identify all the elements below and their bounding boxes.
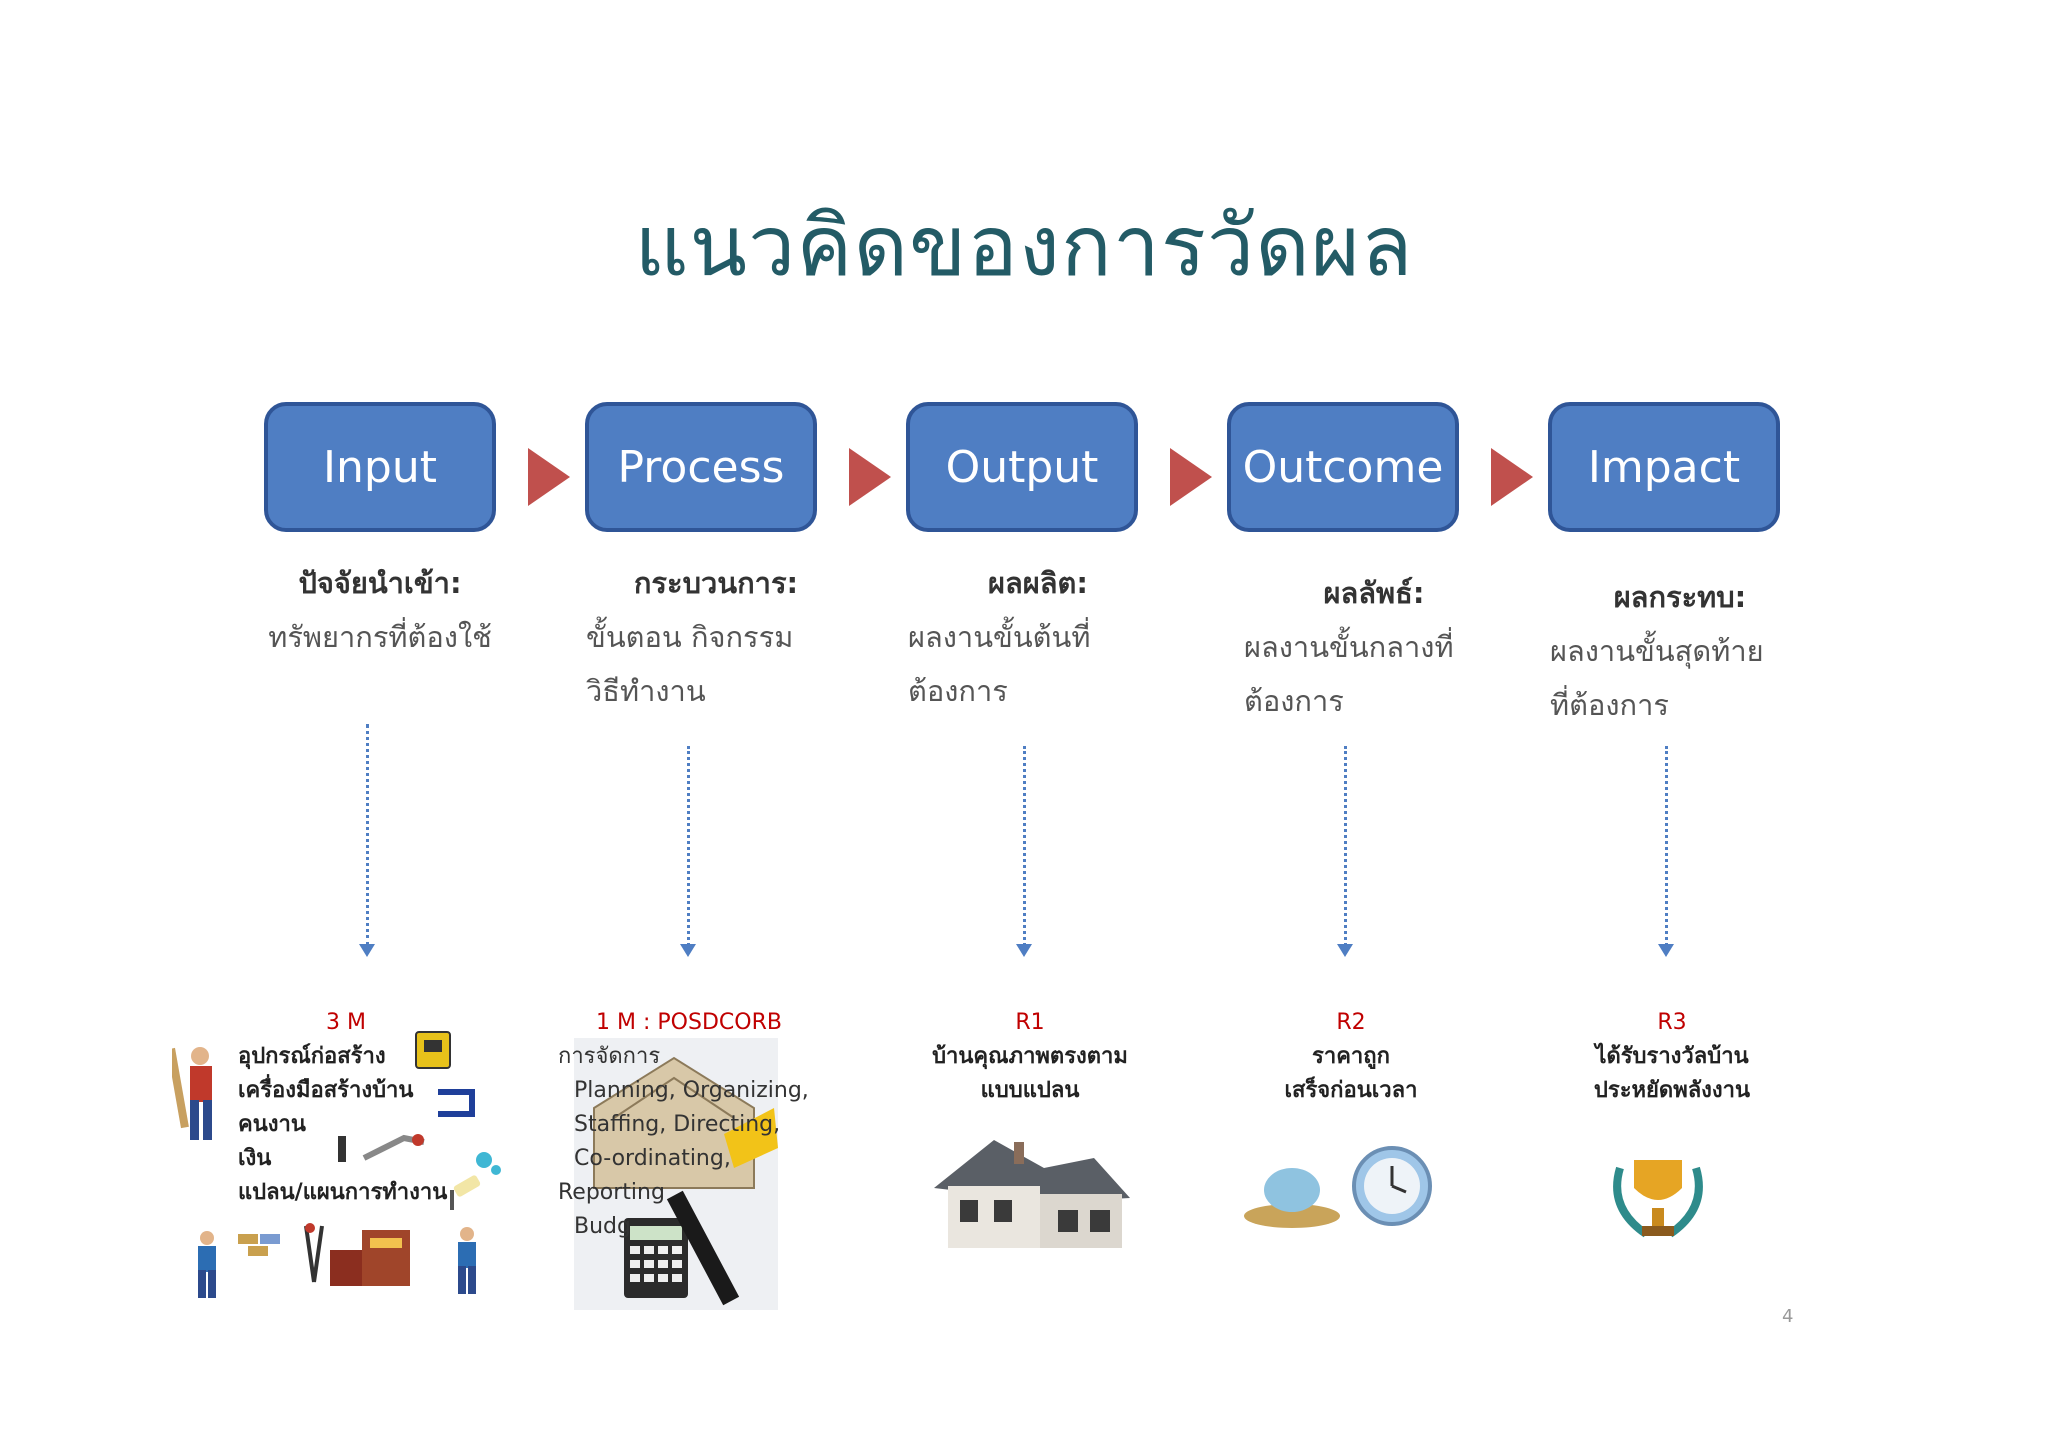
dotted-connector — [366, 724, 369, 946]
result-text-r1: บ้านคุณภาพตรงตาม แบบแปลน — [900, 1040, 1160, 1108]
step-desc-heading: ผลกระทบ: — [1613, 580, 1747, 614]
step-box-input: Input — [264, 402, 496, 532]
dotted-connector — [1665, 746, 1668, 946]
bricks-illustration — [238, 1234, 280, 1256]
step-desc-line: ขั้นตอน กิจกรรม — [586, 620, 794, 654]
tools-illustration — [338, 1134, 425, 1162]
step-desc-line: วิธีทำงาน — [586, 674, 706, 708]
clamp-illustration — [438, 1089, 475, 1117]
step-box-process: Process — [585, 402, 817, 532]
flow-arrow-icon — [1170, 448, 1212, 506]
result-label-r3: R3 — [1657, 1010, 1687, 1035]
result-label-r1: R1 — [1015, 1010, 1045, 1035]
tool-box-illustration — [415, 1031, 451, 1069]
arrow-down-icon — [1016, 944, 1032, 957]
paint-roller-illustration — [450, 1152, 501, 1210]
step-box-impact: Impact — [1548, 402, 1780, 532]
planning-illustration — [574, 1038, 778, 1310]
worker-illustration — [458, 1227, 476, 1294]
worker-illustration — [172, 1047, 212, 1140]
result-line: บ้านคุณภาพตรงตาม — [932, 1044, 1128, 1069]
slide-title: แนวคิดของการวัดผล — [634, 197, 1414, 295]
step-desc-outcome: ผลลัพธ์: ผลงานขั้นกลางที่ ต้องการ — [1244, 570, 1504, 728]
list-item: Budg — [574, 1214, 631, 1239]
list-item: เงิน — [238, 1146, 272, 1171]
step-desc-heading: ผลลัพธ์: — [1323, 576, 1425, 610]
step-desc-process: กระบวนการ: ขั้นตอน กิจกรรม วิธีทำงาน — [586, 560, 846, 718]
resource-list: อุปกรณ์ก่อสร้าง เครื่องมือสร้างบ้าน คนงา… — [238, 1040, 447, 1210]
dotted-connector — [1023, 746, 1026, 946]
step-desc-line: ผลงานขั้นสุดท้าย — [1550, 634, 1764, 668]
dotted-connector — [687, 746, 690, 946]
step-desc-line: ผลงานขั้นต้นที่ — [908, 620, 1091, 654]
arrow-down-icon — [680, 944, 696, 957]
dotted-connector — [1344, 746, 1347, 946]
step-desc-heading: ปัจจัยนำเข้า: — [298, 566, 462, 600]
worker-illustration — [198, 1231, 216, 1298]
result-line: ราคาถูก — [1312, 1044, 1390, 1069]
list-item: Co-ordinating, — [574, 1146, 731, 1171]
list-item: เครื่องมือสร้างบ้าน — [238, 1078, 414, 1103]
step-desc-line: ผลงานขั้นกลางที่ — [1244, 630, 1454, 664]
arrow-down-icon — [1658, 944, 1674, 957]
flow-arrow-icon — [1491, 448, 1533, 506]
page-number: 4 — [1782, 1306, 1794, 1327]
arrow-down-icon — [359, 944, 375, 957]
list-item: คนงาน — [238, 1112, 306, 1137]
step-desc-line: ที่ต้องการ — [1550, 688, 1669, 722]
flow-arrow-icon — [528, 448, 570, 506]
step-desc-line: ทรัพยากรที่ต้องใช้ — [268, 620, 492, 654]
posdcorb-list: การจัดการ Planning, Organizing, Staffing… — [558, 1040, 809, 1244]
flow-arrow-icon — [849, 448, 891, 506]
result-line: เสร็จก่อนเวลา — [1284, 1078, 1418, 1103]
trophy-icon — [1613, 1160, 1703, 1238]
result-label-3m: 3 M — [326, 1010, 366, 1035]
step-desc-line: ต้องการ — [908, 674, 1008, 708]
materials-illustration — [304, 1223, 410, 1286]
arrow-down-icon — [1337, 944, 1353, 957]
step-desc-output: ผลผลิต: ผลงานขั้นต้นที่ ต้องการ — [908, 560, 1168, 718]
list-item: การจัดการ — [558, 1044, 661, 1069]
result-text-r3: ได้รับรางวัลบ้าน ประหยัดพลังงาน — [1542, 1040, 1802, 1108]
list-item: อุปกรณ์ก่อสร้าง — [238, 1044, 386, 1069]
result-label-r2: R2 — [1336, 1010, 1366, 1035]
house-illustration — [934, 1140, 1130, 1248]
step-box-output: Output — [906, 402, 1138, 532]
step-desc-line: ต้องการ — [1244, 684, 1344, 718]
list-item: Planning, Organizing, — [574, 1078, 809, 1103]
step-desc-input: ปัจจัยนำเข้า: ทรัพยากรที่ต้องใช้ — [250, 560, 510, 664]
result-line: ได้รับรางวัลบ้าน — [1595, 1044, 1749, 1069]
step-desc-impact: ผลกระทบ: ผลงานขั้นสุดท้าย ที่ต้องการ — [1550, 574, 1810, 732]
list-item: Reporting — [558, 1180, 665, 1205]
piggy-bank-clock-illustration — [1244, 1146, 1432, 1228]
step-desc-heading: ผลผลิต: — [988, 566, 1088, 600]
list-item: Staffing, Directing, — [574, 1112, 781, 1137]
result-line: แบบแปลน — [980, 1078, 1080, 1103]
list-item: แปลน/แผนการทำงาน — [238, 1180, 448, 1205]
result-text-r2: ราคาถูก เสร็จก่อนเวลา — [1221, 1040, 1481, 1108]
step-box-outcome: Outcome — [1227, 402, 1459, 532]
result-label-1m: 1 M : POSDCORB — [596, 1010, 782, 1035]
result-line: ประหยัดพลังงาน — [1593, 1078, 1751, 1103]
step-desc-heading: กระบวนการ: — [633, 566, 799, 600]
